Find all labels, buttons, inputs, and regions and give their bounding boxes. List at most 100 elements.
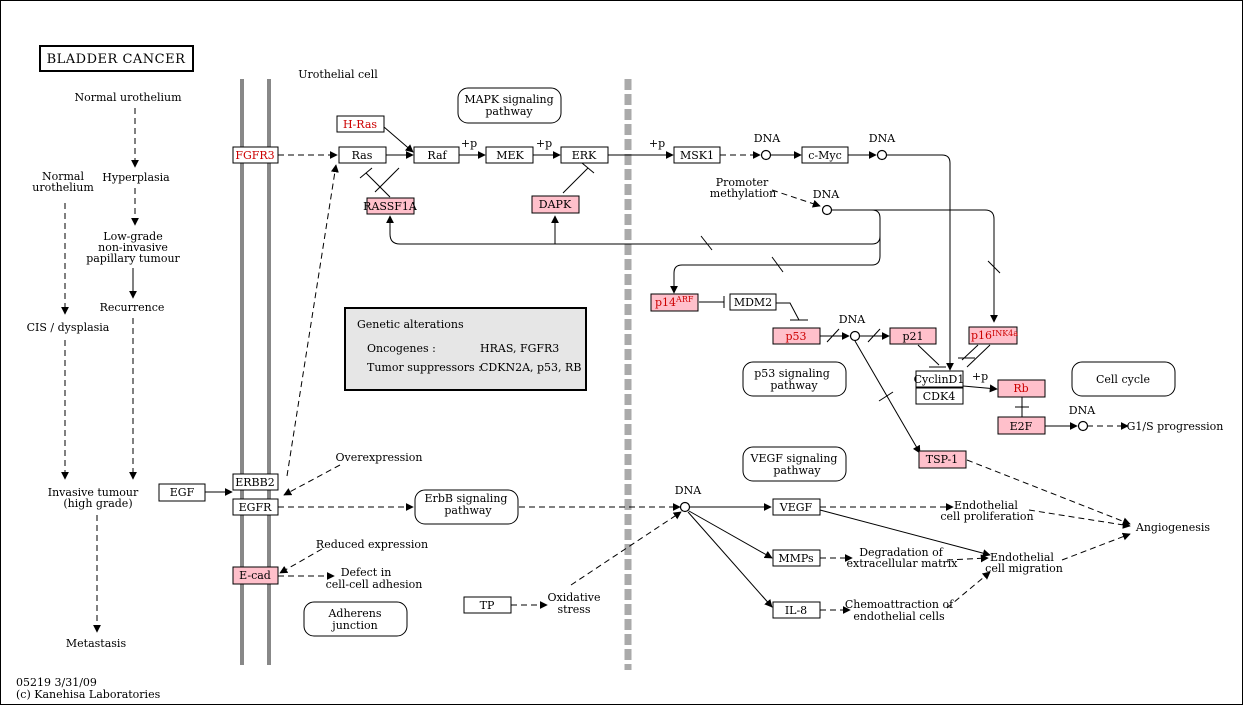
gene-rb[interactable]: Rb: [997, 379, 1046, 398]
map-erbb-signaling[interactable]: ErbB signaling pathway: [414, 489, 519, 525]
svg-text:MEK: MEK: [496, 149, 524, 162]
gene-raf[interactable]: Raf: [413, 146, 460, 164]
dna-label-4: DNA: [839, 313, 866, 326]
dna-node-e2f: [1077, 420, 1089, 432]
svg-text:RASSF1A: RASSF1A: [363, 200, 418, 213]
svg-text:junction: junction: [330, 619, 377, 632]
normal-urothelium-side-2: urothelium: [32, 181, 94, 194]
dna-label-3: DNA: [813, 188, 840, 201]
map-adherens-junction[interactable]: Adherens junction: [303, 601, 408, 637]
svg-text:Ras: Ras: [352, 149, 373, 162]
gene-mek[interactable]: MEK: [485, 146, 534, 164]
oxidative-stress-1: Oxidative: [547, 591, 600, 604]
gene-ras[interactable]: Ras: [338, 146, 387, 164]
map-vegf-signaling[interactable]: VEGF signaling pathway: [742, 446, 847, 482]
gene-p53[interactable]: p53: [772, 327, 821, 345]
legend-oncogenes-label: Oncogenes :: [367, 342, 436, 355]
gene-fgfr3[interactable]: FGFR3: [232, 146, 279, 164]
svg-text:ERBB2: ERBB2: [235, 476, 274, 489]
gene-erbb2[interactable]: ERBB2: [232, 473, 279, 491]
svg-text:H-Ras: H-Ras: [343, 118, 377, 131]
gene-msk1[interactable]: MSK1: [673, 146, 721, 164]
dna-node-p53: [849, 330, 861, 342]
svg-text:p14ARF: p14ARF: [655, 295, 694, 309]
dna-label-5: DNA: [1069, 404, 1096, 417]
svg-text:Rb: Rb: [1013, 382, 1028, 395]
promoter-methylation-2: methylation: [710, 187, 776, 200]
svg-text:IL-8: IL-8: [785, 604, 807, 617]
gene-p21[interactable]: p21: [889, 327, 937, 345]
gene-dapk[interactable]: DAPK: [531, 195, 580, 214]
dna-label-1: DNA: [754, 132, 781, 145]
dna-label-6: DNA: [675, 484, 702, 497]
gene-p14arf[interactable]: p14ARF: [650, 293, 699, 312]
svg-text:p53 signaling: p53 signaling: [754, 367, 830, 380]
svg-text:EGF: EGF: [170, 486, 195, 499]
gene-cyclind1[interactable]: CyclinD1: [914, 370, 965, 388]
angiogenesis-label: Angiogenesis: [1135, 521, 1211, 534]
reduced-expression-label: Reduced expression: [316, 538, 428, 551]
footer-copyright: (c) Kanehisa Laboratories: [16, 688, 161, 701]
svg-text:Cell cycle: Cell cycle: [1096, 373, 1150, 386]
svg-text:TP: TP: [480, 599, 495, 612]
phos-label-1: +p: [461, 137, 477, 150]
gene-tp[interactable]: TP: [463, 596, 512, 614]
p14-base: p14: [655, 296, 676, 309]
dna-label-2: DNA: [869, 132, 896, 145]
normal-urothelium-top: Normal urothelium: [74, 91, 182, 104]
gene-p16ink4a[interactable]: p16INK4a: [968, 326, 1018, 345]
legend-title: Genetic alterations: [357, 318, 464, 331]
map-p53-signaling[interactable]: p53 signaling pathway: [742, 361, 847, 397]
g1s-progression-label: G1/S progression: [1127, 420, 1224, 433]
endo-prolif-1: Endothelial: [954, 499, 1018, 512]
defect-adhesion-1: Defect in: [341, 566, 392, 579]
svg-text:pathway: pathway: [444, 504, 492, 517]
svg-text:p16INK4a: p16INK4a: [971, 329, 1018, 342]
map-cell-cycle[interactable]: Cell cycle: [1071, 361, 1176, 397]
p16-sup: INK4a: [992, 329, 1018, 338]
gene-tsp1[interactable]: TSP-1: [918, 450, 967, 469]
gene-il8[interactable]: IL-8: [772, 601, 821, 619]
defect-adhesion-2: cell-cell adhesion: [326, 578, 423, 591]
phos-label-4: +p: [972, 370, 988, 383]
gene-mmps[interactable]: MMPs: [772, 549, 821, 567]
hyperplasia-label: Hyperplasia: [102, 171, 170, 184]
legend-suppressors-label: Tumor suppressors :: [367, 361, 482, 374]
gene-hras[interactable]: H-Ras: [336, 115, 385, 133]
svg-text:MMPs: MMPs: [778, 552, 814, 565]
endo-migration-1: Endothelial: [990, 551, 1054, 564]
chemoattraction-1: Chemoattraction of: [845, 598, 954, 611]
gene-cmyc[interactable]: c-Myc: [801, 146, 849, 164]
gene-e2f[interactable]: E2F: [997, 416, 1046, 435]
map-mapk-signaling[interactable]: MAPK signaling pathway: [457, 87, 562, 124]
gene-ecad[interactable]: E-cad: [232, 566, 279, 585]
svg-text:MAPK signaling: MAPK signaling: [464, 93, 553, 106]
gene-erk[interactable]: ERK: [560, 146, 609, 164]
svg-text:EGFR: EGFR: [239, 501, 272, 514]
endo-migration-2: cell migration: [985, 562, 1063, 575]
phos-label-3: +p: [649, 137, 665, 150]
overexpression-label: Overexpression: [335, 451, 422, 464]
p14-sup: ARF: [675, 295, 694, 304]
gene-egfr[interactable]: EGFR: [232, 498, 279, 516]
low-grade-line2: non-invasive: [98, 241, 168, 254]
cell-membrane-outer: [240, 79, 244, 665]
gene-vegf[interactable]: VEGF: [772, 498, 821, 516]
normal-urothelium-side-1: Normal: [42, 170, 84, 183]
gene-cdk4[interactable]: CDK4: [915, 387, 964, 405]
chemoattraction-2: endothelial cells: [853, 610, 945, 623]
svg-text:CDK4: CDK4: [923, 390, 955, 403]
svg-text:CyclinD1: CyclinD1: [914, 373, 965, 386]
endo-prolif-2: cell proliferation: [940, 510, 1033, 523]
gene-egf[interactable]: EGF: [158, 483, 206, 502]
svg-text:p21: p21: [902, 330, 923, 343]
svg-text:FGFR3: FGFR3: [235, 149, 274, 162]
gene-mdm2[interactable]: MDM2: [729, 293, 777, 311]
footer-id: 05219 3/31/09: [16, 676, 97, 689]
svg-text:TSP-1: TSP-1: [926, 453, 958, 466]
cis-label: CIS / dysplasia: [27, 321, 110, 334]
svg-text:c-Myc: c-Myc: [808, 149, 842, 162]
gene-rassf1a[interactable]: RASSF1A: [363, 197, 418, 215]
